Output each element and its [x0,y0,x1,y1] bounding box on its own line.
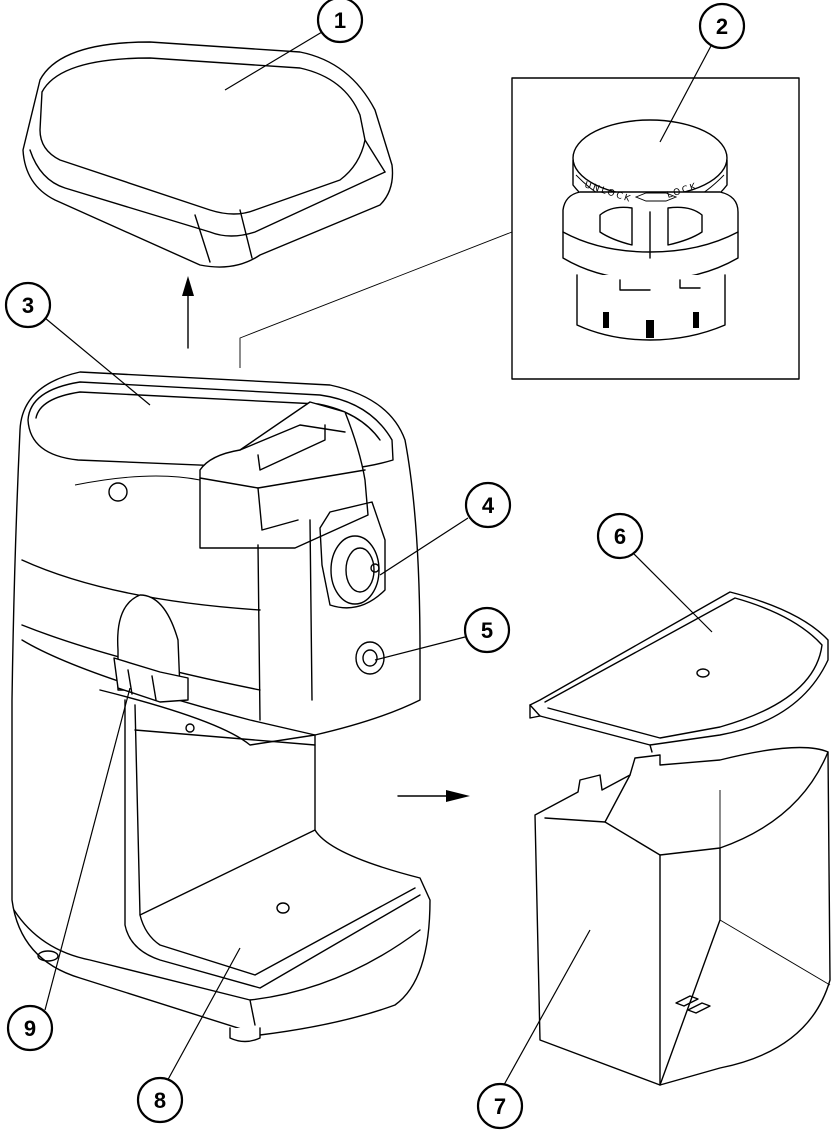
callout-1: 1 [316,0,364,44]
callout-4: 4 [464,481,512,529]
callout-label-9: 9 [24,1016,36,1041]
part-grinder-body [11,371,431,1043]
callout-label-7: 7 [494,1094,506,1119]
arrow-up [182,276,194,349]
part-grounds-bin [534,746,831,1086]
callout-label-6: 6 [614,524,626,549]
detail-box [239,77,800,380]
callout-3: 3 [4,281,52,329]
part-lock-knob: UNLOCK LOCK [562,119,739,341]
callout-label-5: 5 [481,618,493,643]
callout-2: 2 [698,2,746,50]
callout-label-2: 2 [716,14,728,39]
callout-9: 9 [6,1004,54,1052]
callout-label-3: 3 [22,293,34,318]
callout-label-1: 1 [334,8,346,33]
part-tray-cover [529,591,829,753]
callout-6: 6 [596,512,644,560]
leader-lines [44,31,713,1093]
callout-5: 5 [463,606,511,654]
arrow-right [397,790,470,802]
part-lid [22,41,394,268]
callout-8: 8 [136,1076,184,1124]
callout-7: 7 [476,1082,524,1130]
callout-label-8: 8 [154,1088,166,1113]
callout-label-4: 4 [482,493,495,518]
